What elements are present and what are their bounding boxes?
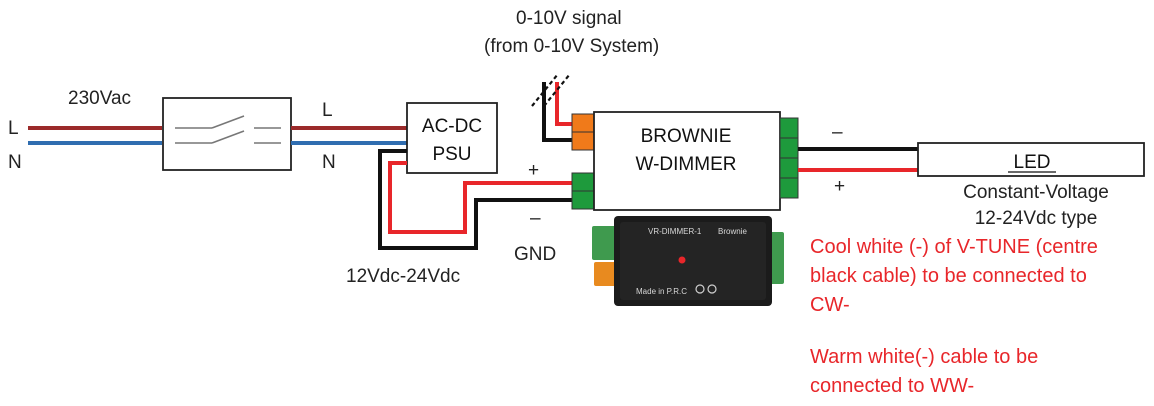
indicator-led-icon <box>678 256 686 264</box>
led-strip-box <box>917 142 1145 177</box>
switch-to-psu-wires <box>291 126 407 145</box>
signal-label-line1: 0-10V signal <box>516 8 622 29</box>
plus-out-label: + <box>834 176 845 197</box>
switch-icon <box>175 115 281 144</box>
ground-wire-loop <box>378 149 572 250</box>
psu-box <box>406 102 498 174</box>
led-label: LED <box>1014 152 1051 173</box>
switch-box <box>162 97 292 171</box>
device-model-text: VR-DIMMER-1 <box>648 227 702 236</box>
psu-label-line2: PSU <box>432 144 471 165</box>
cable-break-icon <box>531 73 571 107</box>
signal-cable <box>531 73 572 142</box>
device-footer-text: Made in P.R.C <box>636 287 687 296</box>
psu-output-label: 12Vdc-24Vdc <box>346 266 460 287</box>
cool-white-note: Cool white (-) of V-TUNE (centre black c… <box>810 236 1098 316</box>
led-type-line2: 12-24Vdc type <box>975 208 1098 229</box>
gnd-label: GND <box>514 244 556 265</box>
output-terminal <box>779 117 799 199</box>
cool-white-line3: CW- <box>810 294 850 316</box>
cool-white-line1: Cool white (-) of V-TUNE (centre <box>810 236 1098 258</box>
ce-mark-icon <box>695 284 717 294</box>
dc-input-terminal <box>571 172 595 210</box>
live-out-label: L <box>322 100 333 121</box>
signal-terminal <box>571 113 595 151</box>
live-in-label: L <box>8 118 19 139</box>
led-type-line1: Constant-Voltage <box>963 182 1109 203</box>
supply-voltage-label: 230Vac <box>68 88 131 109</box>
led-wires <box>798 147 918 172</box>
signal-wire-red <box>555 82 572 126</box>
minus-in-label: – <box>530 208 541 229</box>
dimmer-label-line2: W-DIMMER <box>636 154 737 175</box>
warm-white-line1: Warm white(-) cable to be <box>810 346 1038 368</box>
dimmer-device-photo: VR-DIMMER-1 Brownie Made in P.R.C <box>582 212 794 318</box>
signal-label-line2: (from 0-10V System) <box>484 36 659 57</box>
ac-input-wires <box>28 126 162 145</box>
psu-output-wires <box>378 149 572 250</box>
dimmer-label-line1: BROWNIE <box>641 126 732 147</box>
neutral-in-label: N <box>8 152 22 173</box>
minus-out-label: – <box>832 122 843 143</box>
warm-white-line2: connected to WW- <box>810 375 974 397</box>
cool-white-line2: black cable) to be connected to <box>810 265 1087 287</box>
psu-label-line1: AC-DC <box>422 116 482 137</box>
neutral-out-label: N <box>322 152 336 173</box>
plus-in-label: + <box>528 160 539 181</box>
device-brand-text: Brownie <box>718 227 747 236</box>
signal-wire-black <box>542 82 572 142</box>
warm-white-note: Warm white(-) cable to be connected to W… <box>810 346 1038 397</box>
positive-wire-loop <box>388 161 572 234</box>
